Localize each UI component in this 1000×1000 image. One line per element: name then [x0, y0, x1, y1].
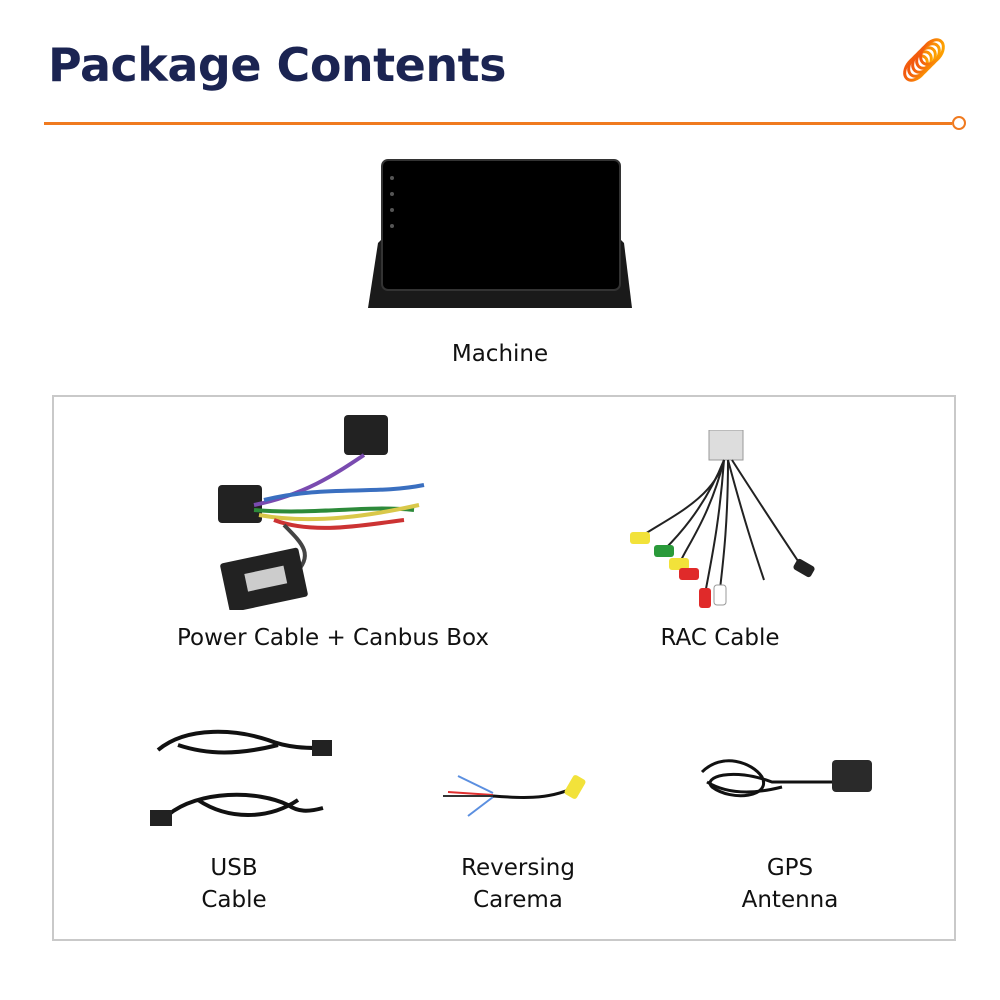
rac-cable-image — [630, 430, 815, 608]
usb-cable-image — [150, 729, 332, 826]
usb-label-line2: Cable — [201, 887, 267, 913]
power-cable-label: Power Cable + Canbus Box — [177, 625, 489, 651]
usb-cable-label: USB Cable — [134, 852, 334, 916]
coil-logo-icon — [903, 38, 945, 82]
reversing-label-line2: Carema — [473, 887, 563, 913]
rac-cable-label: RAC Cable — [660, 625, 780, 651]
power-cable-image — [218, 415, 425, 610]
gps-antenna-label: GPS Antenna — [690, 852, 890, 916]
machine-image — [368, 159, 632, 308]
divider-end-dot — [952, 116, 966, 130]
page-title: Package Contents — [48, 38, 506, 92]
usb-label-line1: USB — [210, 855, 258, 881]
reversing-label-line1: Reversing — [461, 855, 575, 881]
reversing-camera-cable-image — [443, 775, 586, 817]
gps-antenna-image — [700, 759, 872, 798]
header-divider — [44, 122, 952, 125]
gps-label-line2: Antenna — [741, 887, 839, 913]
gps-label-line1: GPS — [766, 855, 814, 881]
machine-label: Machine — [451, 341, 549, 367]
accessories-panel — [52, 395, 956, 941]
